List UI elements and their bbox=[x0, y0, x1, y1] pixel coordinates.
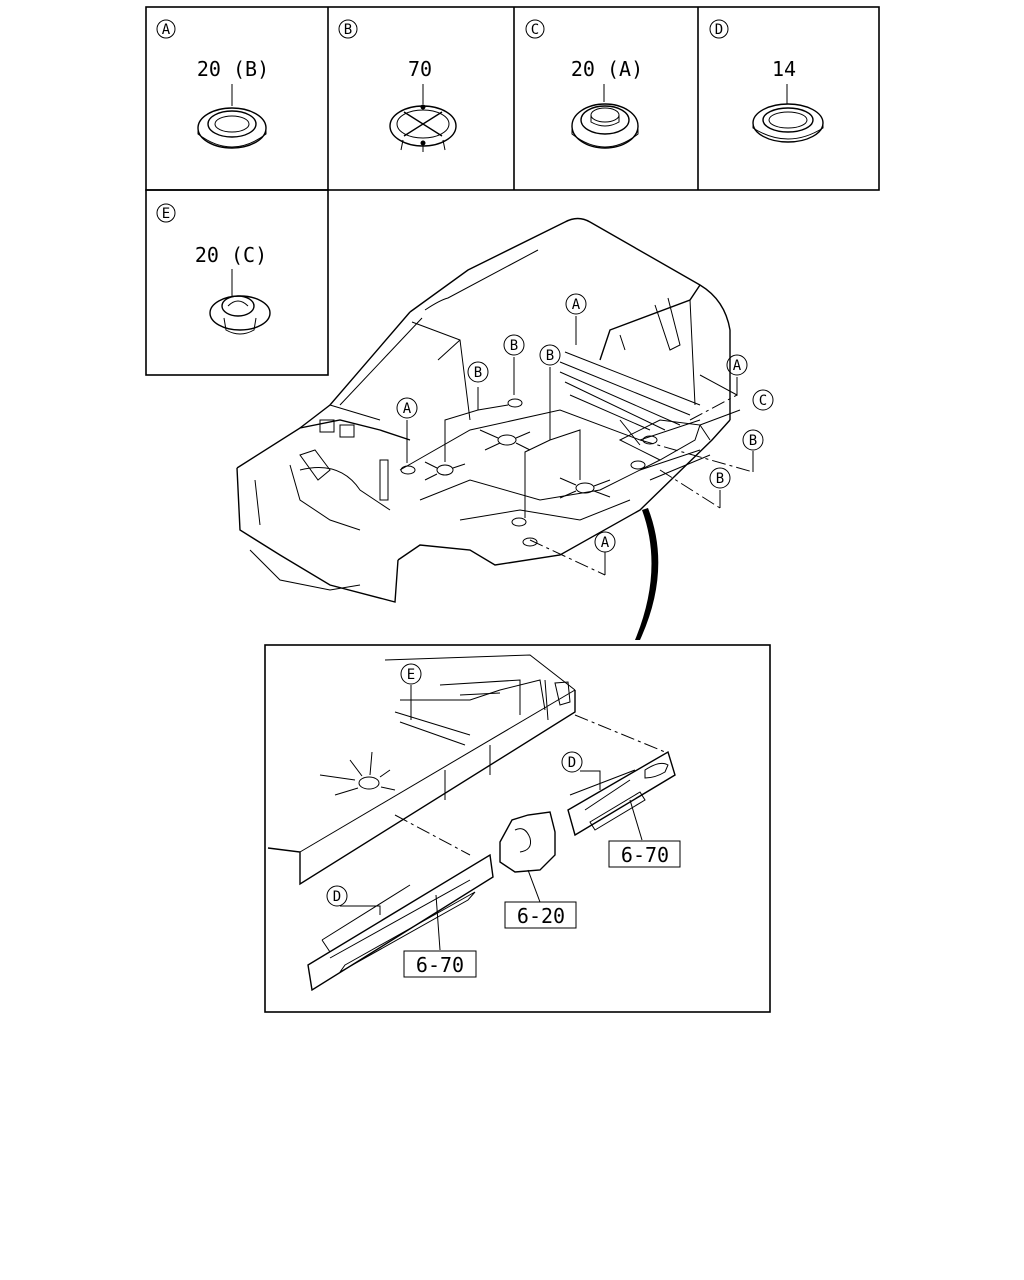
floor-hole-3 bbox=[424, 461, 466, 481]
legend-part-number: 20 (B) bbox=[197, 57, 269, 81]
callout-circle bbox=[156, 19, 176, 39]
callout-c-right: C bbox=[752, 389, 774, 411]
legend-part-number: 20 (C) bbox=[195, 243, 267, 267]
callout-a-front: A bbox=[396, 397, 418, 419]
floor-hole-2 bbox=[559, 477, 611, 499]
leader-lines bbox=[406, 316, 754, 576]
callout-circle bbox=[525, 19, 545, 39]
legend-box-d: D 14 bbox=[709, 19, 824, 143]
svg-text:B: B bbox=[474, 365, 482, 381]
legend-letter: B bbox=[344, 22, 352, 38]
callout-d-front-sill: D bbox=[326, 885, 348, 907]
svg-text:D: D bbox=[568, 755, 576, 771]
svg-text:B: B bbox=[716, 471, 724, 487]
legend-part-number: 70 bbox=[408, 57, 432, 81]
floor-hole-detail bbox=[319, 751, 396, 796]
callout-b-right: B bbox=[742, 429, 764, 451]
svg-text:A: A bbox=[572, 297, 581, 313]
floor-hole-1 bbox=[479, 429, 531, 451]
callout-circle bbox=[338, 19, 358, 39]
detail-arrow bbox=[635, 508, 659, 640]
reference-boxes: 6-70 6-20 6-70 bbox=[403, 840, 681, 978]
svg-text:A: A bbox=[601, 535, 610, 551]
svg-text:E: E bbox=[407, 667, 415, 683]
legend-letter: E bbox=[162, 206, 170, 222]
legend-part-number: 20 (A) bbox=[571, 57, 643, 81]
callout-d-rear-sill: D bbox=[561, 751, 583, 773]
detail-callouts: E D D bbox=[326, 663, 583, 907]
callout-b-left: B bbox=[467, 361, 489, 383]
svg-text:B: B bbox=[510, 338, 518, 354]
legend-box-c: C 20 (A) bbox=[525, 19, 643, 149]
legend-letter: C bbox=[531, 22, 539, 38]
plug-cover-icon bbox=[389, 84, 457, 152]
callout-circle bbox=[709, 19, 729, 39]
ref-box-6-70-rear: 6-70 bbox=[608, 840, 681, 868]
ref-box-6-70-front: 6-70 bbox=[403, 950, 477, 978]
legend-letter: D bbox=[715, 22, 723, 38]
svg-text:A: A bbox=[733, 358, 742, 374]
grommet-icon bbox=[571, 84, 639, 149]
callout-a-bottom: A bbox=[594, 531, 616, 553]
callout-e-detail: E bbox=[400, 663, 422, 685]
grommet-icon bbox=[209, 269, 271, 335]
callout-a-right: A bbox=[726, 354, 748, 376]
legend-box-b: B 70 bbox=[338, 19, 457, 152]
grommet-icon bbox=[752, 84, 824, 143]
callout-b-center: B bbox=[503, 334, 525, 356]
legend-part-number: 14 bbox=[772, 57, 796, 81]
main-callouts: A A A A B B B B bbox=[396, 293, 774, 553]
legend-box-e: E 20 (C) bbox=[156, 203, 271, 335]
detail-leader-lines bbox=[340, 685, 643, 951]
callout-circle bbox=[156, 203, 176, 223]
legend-box-a: A 20 (B) bbox=[156, 19, 269, 149]
svg-text:C: C bbox=[759, 393, 767, 409]
svg-text:B: B bbox=[546, 348, 554, 364]
svg-text:6-20: 6-20 bbox=[517, 904, 565, 928]
callout-a-rear-top: A bbox=[565, 293, 587, 315]
svg-text:B: B bbox=[749, 433, 757, 449]
callout-b-lower-right: B bbox=[709, 467, 731, 489]
svg-text:6-70: 6-70 bbox=[621, 843, 669, 867]
detail-box bbox=[264, 644, 771, 1013]
grommet-icon bbox=[197, 84, 267, 149]
legend-grid bbox=[145, 6, 880, 376]
vehicle-body-illustration bbox=[236, 217, 731, 603]
ref-box-6-20: 6-20 bbox=[504, 901, 577, 929]
svg-text:D: D bbox=[333, 889, 341, 905]
callout-b-mid: B bbox=[539, 344, 561, 366]
svg-text:6-70: 6-70 bbox=[416, 953, 464, 977]
svg-text:A: A bbox=[403, 401, 412, 417]
legend-letter: A bbox=[162, 22, 171, 38]
